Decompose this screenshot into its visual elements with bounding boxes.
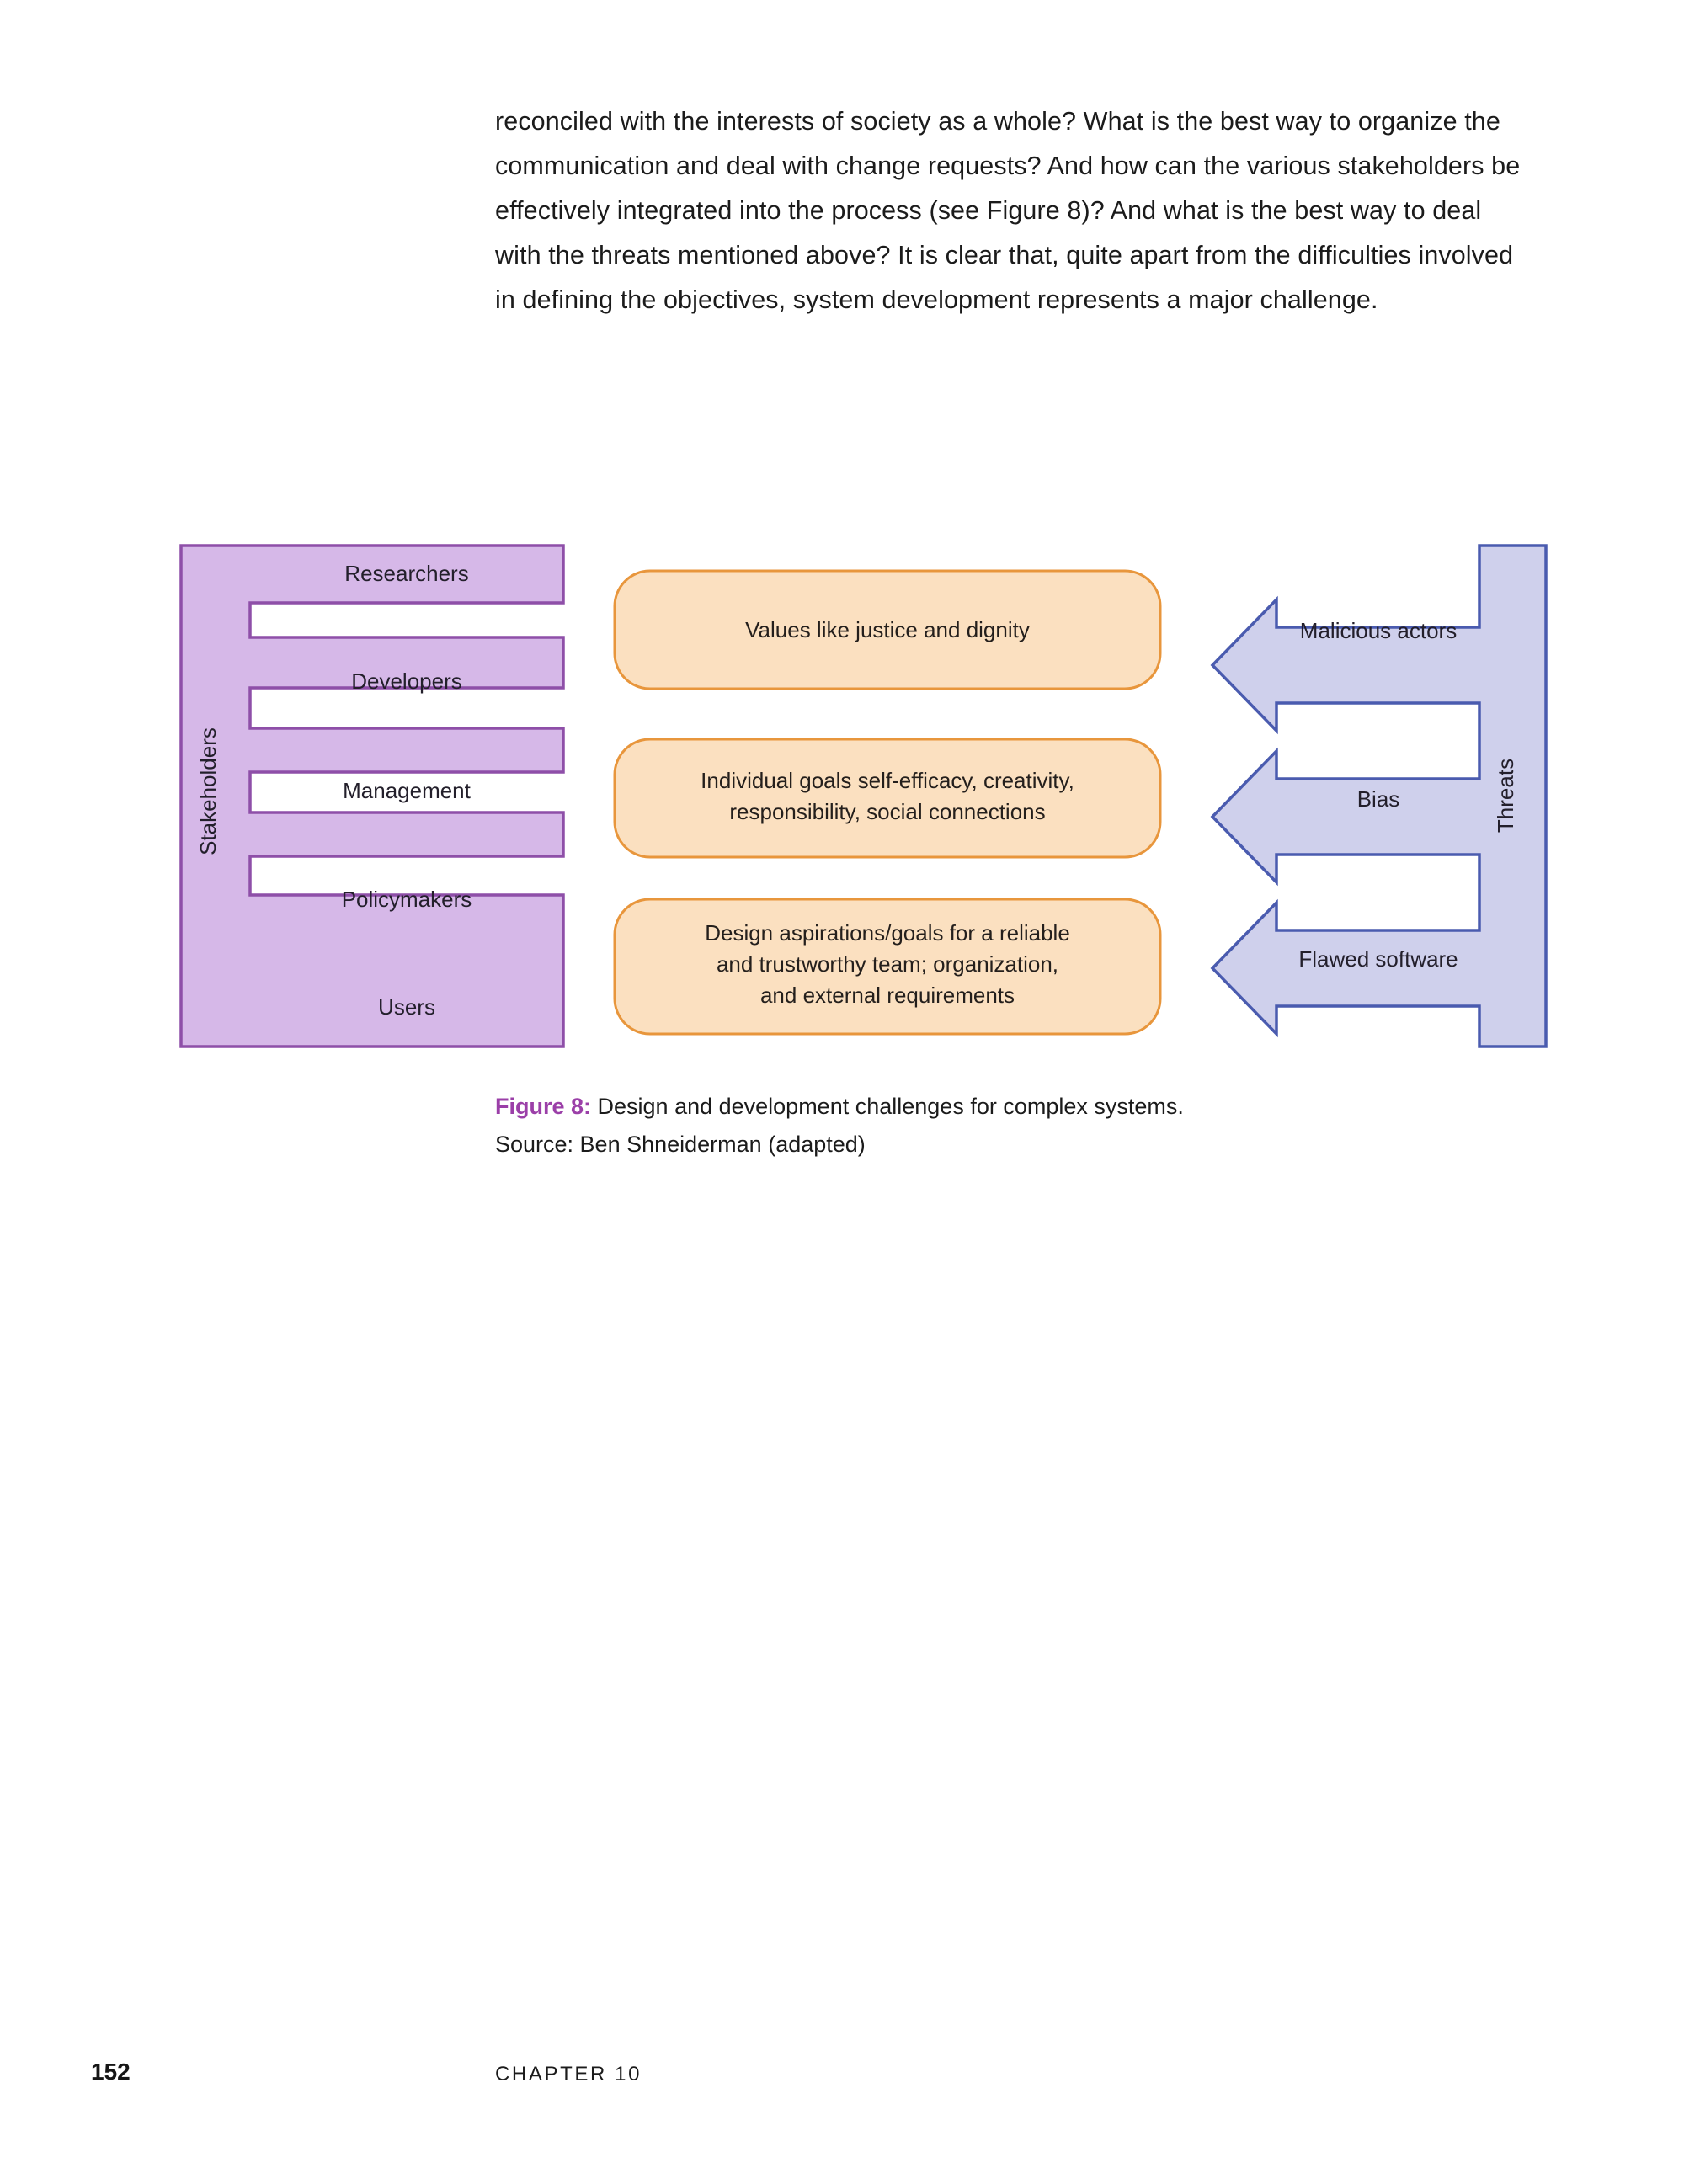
page-number: 152 (91, 2059, 131, 2085)
goal-box-3-line-3: and external requirements (760, 983, 1015, 1008)
stakeholders-group: Stakeholders Researchers Developers Mana… (179, 544, 565, 1048)
goal-box-3 (613, 898, 1162, 1036)
goal-box-3-line-1: Design aspirations/goals for a reliable (705, 920, 1070, 946)
stakeholder-label-developers: Developers (351, 669, 462, 694)
threats-arrow-comb-shape (1210, 544, 1548, 1048)
figure-caption: Figure 8: Design and development challen… (495, 1088, 1505, 1164)
goal-box-1 (613, 569, 1162, 690)
figure-caption-label: Figure 8: (495, 1094, 592, 1119)
goal-box-2-line-2: responsibility, social connections (729, 799, 1045, 824)
stakeholder-label-management: Management (343, 778, 472, 803)
chapter-label: CHAPTER 10 (495, 2063, 642, 2085)
threat-label-flawed-software: Flawed software (1298, 946, 1458, 972)
threats-group: Threats Malicious actors Bias Flawed sof… (1210, 544, 1548, 1048)
goal-box-2-line-1: Individual goals self-efficacy, creativi… (701, 768, 1074, 793)
goal-box-1-line-1: Values like justice and dignity (745, 617, 1030, 642)
stakeholder-label-users: Users (378, 994, 435, 1020)
goal-box-2 (613, 738, 1162, 859)
goal-box-3-line-2: and trustworthy team; organization, (717, 951, 1058, 977)
threats-axis-label: Threats (1493, 759, 1518, 833)
figure-caption-source: Source: Ben Shneiderman (adapted) (495, 1132, 866, 1157)
threat-label-malicious-actors: Malicious actors (1300, 618, 1457, 643)
figure-caption-title: Design and development challenges for co… (591, 1094, 1184, 1119)
goals-group: Values like justice and dignity Individu… (613, 569, 1162, 1036)
stakeholder-label-policymakers: Policymakers (342, 887, 472, 912)
stakeholders-comb-shape (179, 544, 565, 1048)
threat-label-bias: Bias (1357, 786, 1400, 812)
stakeholder-label-researchers: Researchers (344, 561, 468, 586)
stakeholders-axis-label: Stakeholders (195, 727, 221, 855)
body-paragraph: reconciled with the interests of society… (495, 107, 1521, 314)
